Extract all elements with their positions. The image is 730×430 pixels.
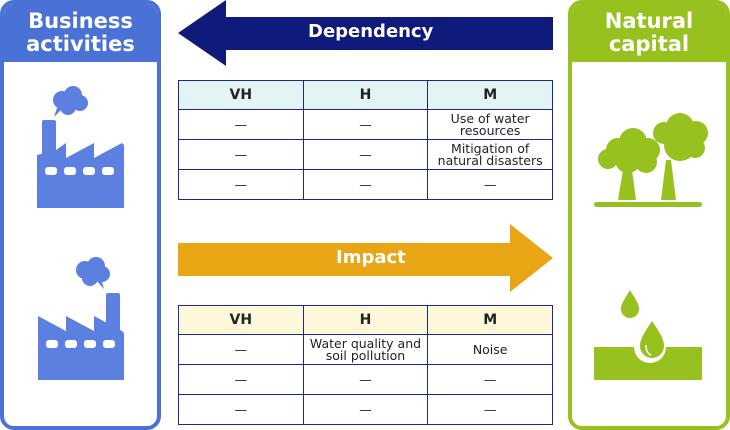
cell: — xyxy=(427,364,553,395)
cell: Water quality and soil pollution xyxy=(302,334,429,365)
cell: — xyxy=(178,364,304,395)
header-h: H xyxy=(302,80,429,110)
cell: Noise xyxy=(427,334,553,365)
factory-icon xyxy=(37,86,124,380)
dependency-arrow xyxy=(178,0,553,66)
cell: — xyxy=(302,139,429,170)
header-h: H xyxy=(302,305,429,335)
header-m: M xyxy=(427,305,553,335)
cell: — xyxy=(178,334,304,365)
cell: — xyxy=(302,394,429,425)
table-row: ——Mitigation of natural disasters xyxy=(178,139,553,170)
cell: Use of water resources xyxy=(427,109,553,140)
header-vh: VH xyxy=(178,80,304,110)
table-row: ——— xyxy=(178,364,553,395)
cell: — xyxy=(302,169,429,200)
title-line: activities xyxy=(26,32,135,56)
dependency-label: Dependency xyxy=(308,21,434,42)
cell: — xyxy=(178,169,304,200)
table-row: ——— xyxy=(178,394,553,425)
cell: — xyxy=(427,394,553,425)
table-row: ——Use of water resources xyxy=(178,109,553,140)
header-vh: VH xyxy=(178,305,304,335)
cell: — xyxy=(427,169,553,200)
title-line: Natural xyxy=(604,9,694,33)
trees-icon xyxy=(594,113,708,380)
title-line: Business xyxy=(28,9,133,33)
cell: — xyxy=(178,109,304,140)
cell: — xyxy=(302,109,429,140)
smoke-cloud-icon xyxy=(53,86,88,117)
water-drop-icon xyxy=(594,290,702,380)
impact-arrow xyxy=(178,224,553,292)
cell: Mitigation of natural disasters xyxy=(427,139,553,170)
cell: — xyxy=(302,364,429,395)
impact-label: Impact xyxy=(336,247,406,268)
smoke-cloud-icon xyxy=(76,257,110,289)
cell: — xyxy=(178,394,304,425)
cell: — xyxy=(178,139,304,170)
header-m: M xyxy=(427,80,553,110)
title-line: capital xyxy=(608,32,690,56)
table-row: ——— xyxy=(178,169,553,200)
